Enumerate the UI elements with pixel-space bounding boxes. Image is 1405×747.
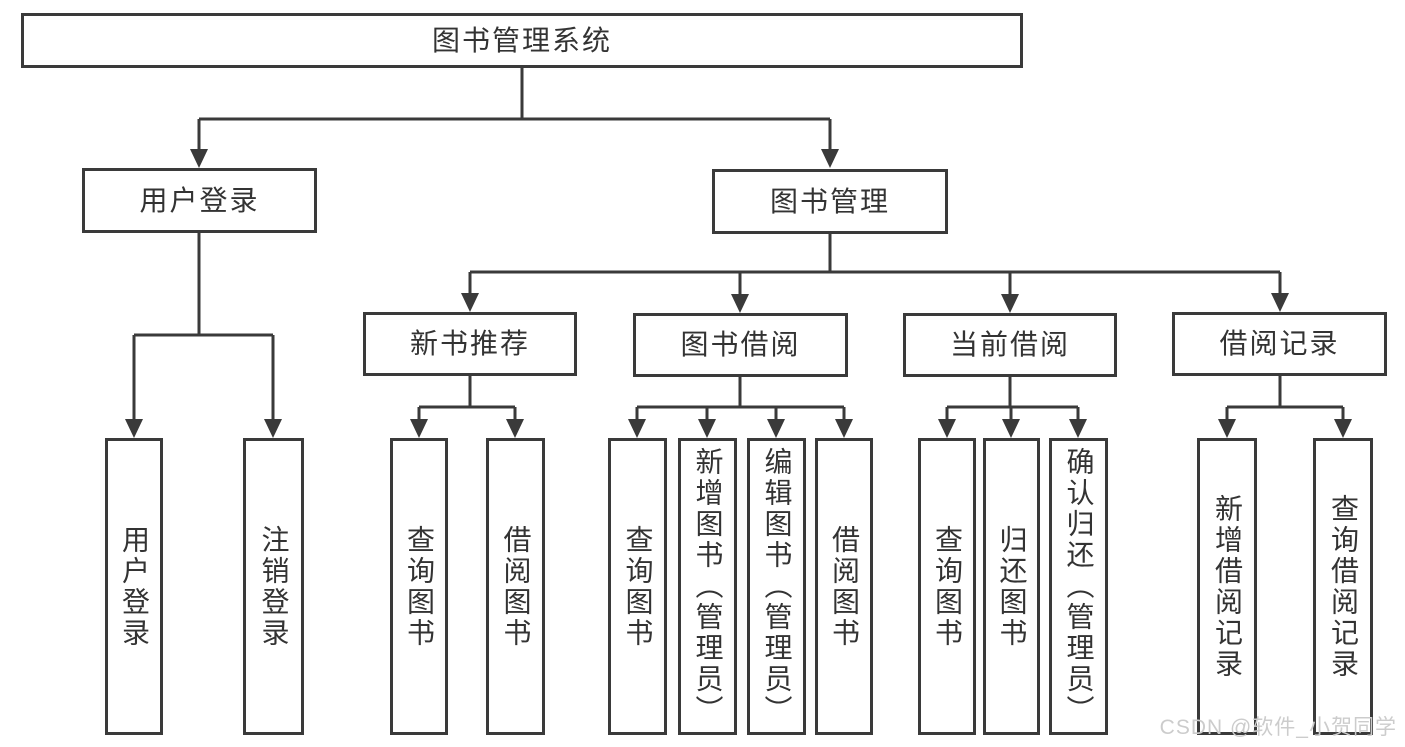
leaf-confirm-return-admin: 确认归还（管理员） xyxy=(1049,438,1108,735)
node-current-borrowing: 当前借阅 xyxy=(903,313,1117,377)
node-label: 查询图书 xyxy=(932,524,963,649)
leaf-user-login: 用户登录 xyxy=(105,438,163,735)
leaf-edit-book-admin: 编辑图书（管理员） xyxy=(747,438,806,735)
leaf-borrow-books-recommend: 借阅图书 xyxy=(486,438,545,735)
node-label: 新增图书（管理员） xyxy=(692,447,724,726)
node-label: 编辑图书（管理员） xyxy=(761,447,793,726)
node-label: 查询借阅记录 xyxy=(1328,493,1359,680)
node-label: 新书推荐 xyxy=(409,328,530,359)
node-label: 新增借阅记录 xyxy=(1212,493,1243,680)
node-book-borrowing: 图书借阅 xyxy=(633,313,848,377)
leaf-query-books-borrow: 查询图书 xyxy=(608,438,667,735)
leaf-return-books: 归还图书 xyxy=(983,438,1040,735)
node-label: 查询图书 xyxy=(404,524,435,649)
node-label: 借阅记录 xyxy=(1219,328,1340,359)
node-book-management: 图书管理 xyxy=(712,169,948,234)
leaf-logout-login: 注销登录 xyxy=(243,438,304,735)
node-label: 借阅图书 xyxy=(500,524,532,649)
node-label: 注销登录 xyxy=(258,524,290,649)
node-label: 用户登录 xyxy=(119,524,150,649)
node-label: 图书管理系统 xyxy=(431,24,612,56)
node-label: 用户登录 xyxy=(139,184,260,216)
node-library-management-system: 图书管理系统 xyxy=(21,13,1023,68)
node-label: 图书管理 xyxy=(769,185,890,217)
node-label: 图书借阅 xyxy=(680,329,801,360)
leaf-add-book-admin: 新增图书（管理员） xyxy=(678,438,737,735)
node-label: 确认归还（管理员） xyxy=(1063,447,1095,726)
node-label: 查询图书 xyxy=(622,524,654,649)
node-label: 借阅图书 xyxy=(829,524,860,649)
leaf-query-borrow-record: 查询借阅记录 xyxy=(1313,438,1373,735)
leaf-query-books-current: 查询图书 xyxy=(918,438,976,735)
leaf-borrow-books-borrow: 借阅图书 xyxy=(815,438,873,735)
watermark: CSDN @软件_小贺同学 xyxy=(1159,716,1397,739)
node-label: 当前借阅 xyxy=(949,329,1070,360)
node-borrowing-records: 借阅记录 xyxy=(1172,312,1387,376)
node-user-login: 用户登录 xyxy=(82,168,317,233)
node-label: 归还图书 xyxy=(996,524,1028,649)
leaf-query-books-recommend: 查询图书 xyxy=(390,438,448,735)
node-new-book-recommendation: 新书推荐 xyxy=(363,312,577,376)
leaf-add-borrow-record: 新增借阅记录 xyxy=(1197,438,1257,735)
